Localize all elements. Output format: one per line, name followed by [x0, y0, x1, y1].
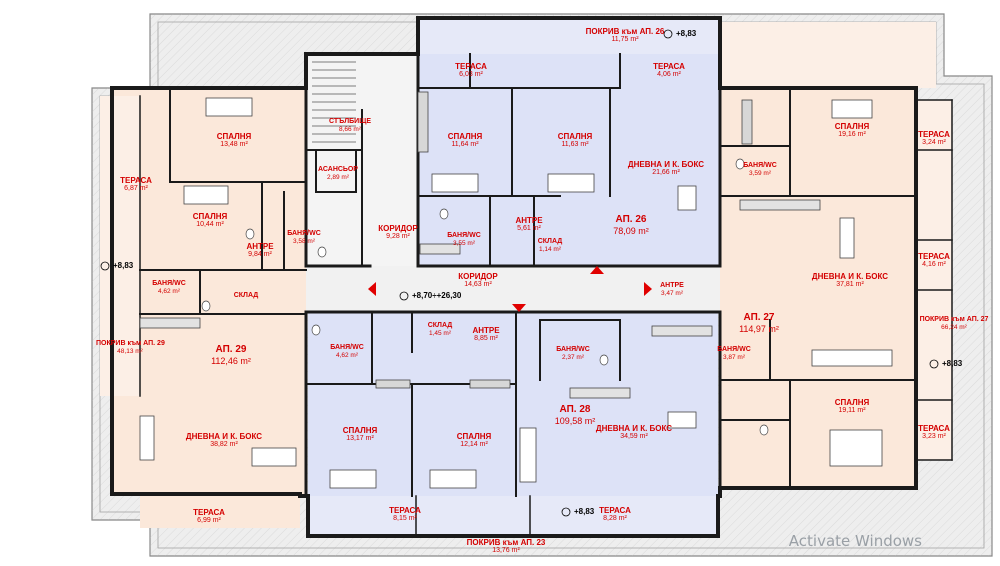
- level-right-label: +8,83: [942, 359, 963, 368]
- furniture: [139, 91, 893, 489]
- level-center-label: +8,70÷+26,30: [412, 291, 462, 300]
- apartment-27-terraces: [916, 100, 952, 460]
- apartment-27-roof: [720, 22, 936, 88]
- entrance-markers: [368, 266, 652, 312]
- stairs: [312, 61, 356, 143]
- apartment-28-terraces: [308, 496, 718, 536]
- apartment-28-area: [308, 312, 718, 496]
- level-left-label: +8,83: [113, 261, 134, 270]
- apartment-29-terrace: [140, 494, 300, 528]
- apartment-26-area: [418, 54, 720, 266]
- apartment-26-roof: [418, 20, 720, 54]
- ap29-store-label: СКЛАД: [233, 292, 259, 299]
- toilets: [201, 158, 769, 436]
- level-bottom-label: +8,83: [574, 507, 595, 516]
- apartment-29-roof: [100, 96, 140, 396]
- watermark-text: Activate Windows: [788, 532, 922, 550]
- level-markers: [100, 29, 939, 517]
- apartment-27-area: [720, 88, 916, 488]
- walls: [110, 16, 953, 538]
- level-top-label: +8,83: [676, 29, 697, 38]
